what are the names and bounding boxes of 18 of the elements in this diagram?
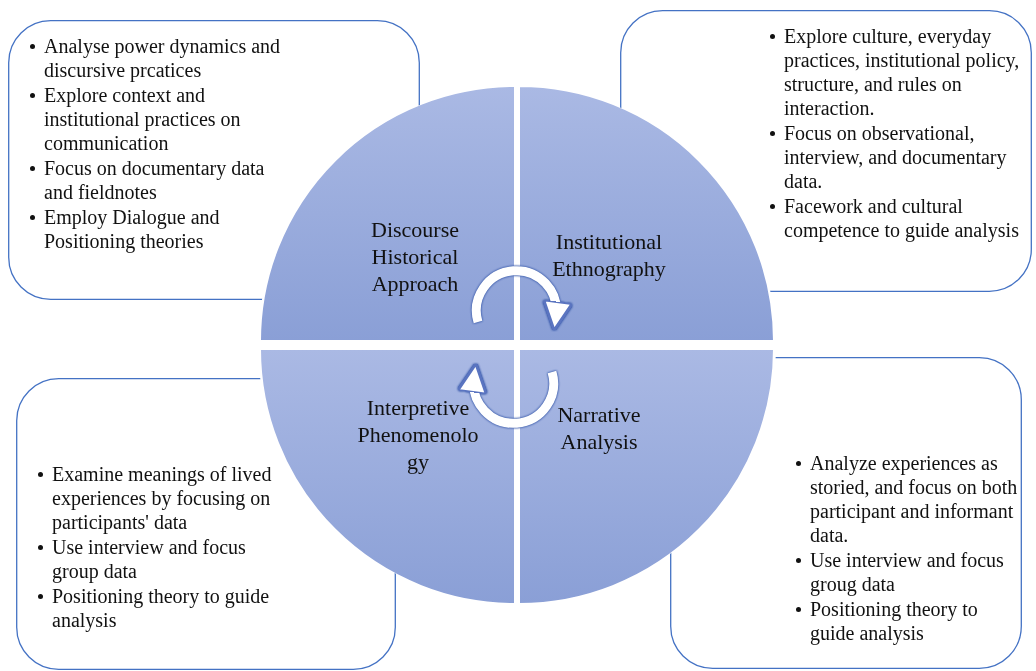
bullet-text: Facework and cultural competence to guide analysis <box>784 195 1019 241</box>
bullet-text: Use interview and focus group data <box>52 536 246 582</box>
bullet-text: Examine meanings of lived experiences by focusing on participants' data <box>52 463 272 533</box>
rounded-text-card <box>670 357 1022 669</box>
bullet-text: Employ Dialogue and Positioning theories <box>44 206 220 252</box>
bullet-text: Positioning theory to guide analysis <box>810 598 978 644</box>
bullet-text: Analyze experiences as storied, and focus on both participant and informant data. <box>810 452 1018 546</box>
bullet-text: Explore culture, everyday practices, institutional policy, structure, and rules on interaction. <box>784 25 1020 119</box>
bullet-text: Explore context and institutional practices on communication <box>44 84 241 154</box>
quadrant-label: Narrative Analysis <box>556 401 642 455</box>
quadrant-label: Interpretive Phenomenology <box>356 394 480 475</box>
quadrant-label: Discourse Historical Approach <box>370 216 460 297</box>
bullet-text: Focus on observational, interview, and documentary data. <box>784 122 1007 192</box>
bullet-text: Positioning theory to guide analysis <box>52 585 270 631</box>
bullet-text: Focus on documentary data and fieldnotes <box>44 157 265 203</box>
bullet-text: Use interview and focus groug data <box>810 549 1004 595</box>
quadrant-label: Institutional Ethnography <box>551 228 667 282</box>
bullet-text: Analyse power dynamics and discursive prcatices <box>44 35 281 81</box>
